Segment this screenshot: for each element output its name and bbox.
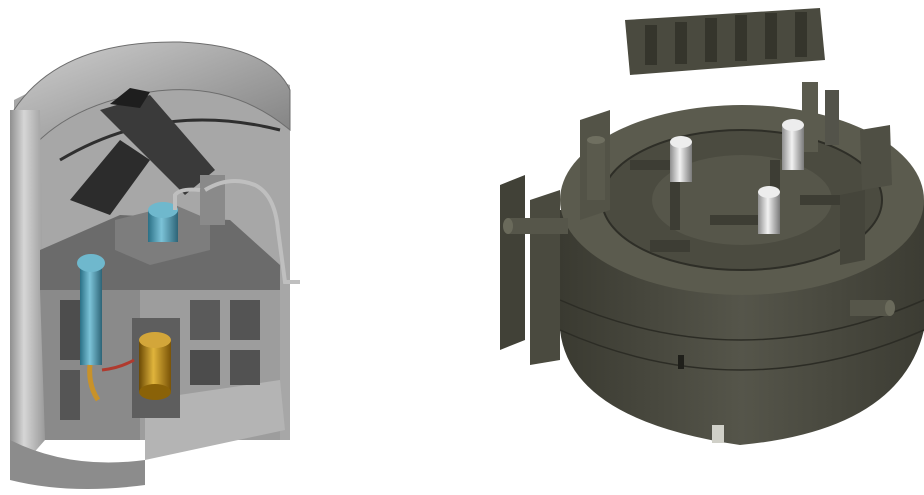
left-wall-section (10, 110, 45, 480)
left-post (587, 140, 605, 200)
cold-leg-pipe (101, 358, 135, 372)
band-line-1 (559, 299, 924, 341)
tank-1-body (670, 142, 692, 182)
cavity-6 (230, 350, 260, 385)
containment-cutaway-icon (10, 41, 300, 489)
building-foundation-icon (500, 8, 924, 445)
containment-cutaway-panel (0, 0, 330, 495)
crane-beam-upper (100, 95, 215, 195)
shell-bottom (10, 440, 145, 489)
left-nozzle (508, 218, 568, 234)
right-column-2 (825, 90, 839, 145)
pipe-riser (173, 187, 201, 210)
steam-generator-column (80, 265, 102, 365)
tank-1-top (670, 136, 692, 148)
crane-beam-lower (70, 140, 150, 215)
right-block-2 (840, 190, 865, 265)
right-nozzle-end (885, 300, 895, 316)
right-column-1 (802, 82, 818, 152)
crane-trolley (110, 88, 150, 108)
building-base-panel (480, 0, 924, 495)
cavity-1 (60, 300, 80, 360)
upper-tank-top (148, 202, 178, 218)
left-buttress-inner (530, 190, 560, 365)
inner-core (652, 155, 832, 245)
tank-2-body (782, 125, 804, 170)
reactor-vessel-bottom (139, 384, 171, 400)
left-post-top (587, 136, 605, 144)
tank-3-top (758, 186, 780, 198)
reactor-vessel-top (139, 332, 171, 348)
tank-3-body (758, 192, 780, 234)
base-notch-2 (712, 425, 724, 443)
left-nozzle-end (503, 218, 513, 234)
reactor-vessel-body (139, 340, 171, 392)
hot-leg-pipe (87, 364, 101, 402)
external-steam-pipe (203, 179, 300, 284)
right-nozzle (850, 300, 890, 316)
right-block-1 (860, 125, 892, 190)
base-notch-1 (678, 355, 684, 369)
steam-generator-top (77, 254, 105, 272)
cavity-3 (190, 300, 220, 340)
left-buttress-outer (500, 175, 525, 350)
tank-2-top (782, 119, 804, 131)
band-line-2 (559, 329, 924, 371)
rear-parapet-ribs (645, 12, 807, 65)
cavity-4 (230, 300, 260, 340)
dome (13, 41, 291, 151)
cavity-2 (60, 370, 80, 420)
cavity-5 (190, 350, 220, 385)
